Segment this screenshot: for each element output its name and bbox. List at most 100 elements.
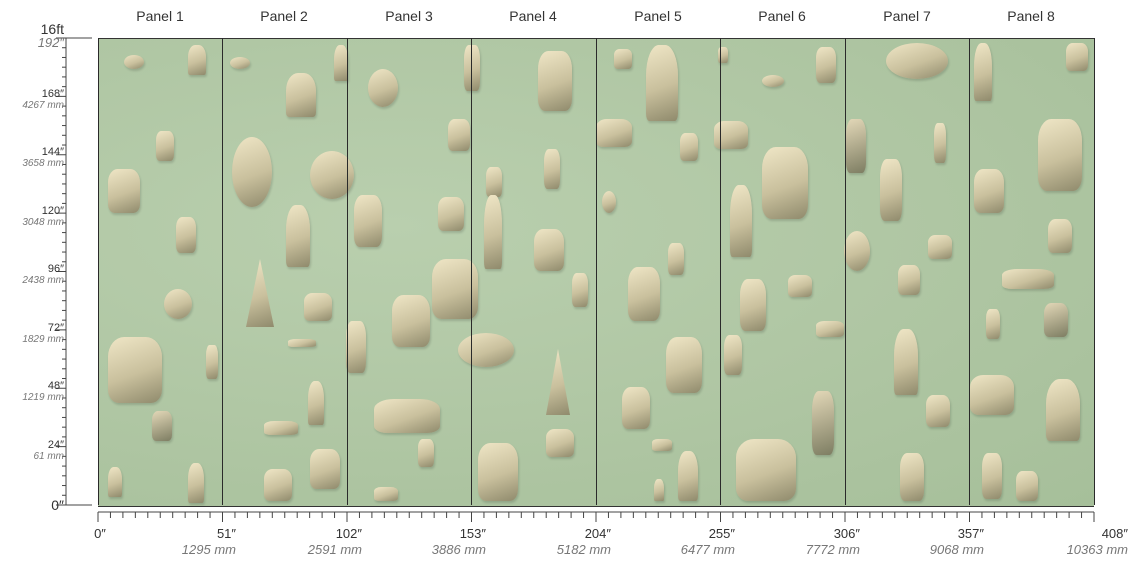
flower-figurine-icon bbox=[246, 259, 274, 327]
figurine-icon bbox=[206, 345, 218, 379]
figurine-icon bbox=[152, 411, 172, 441]
horizontal-label-mm: 3886 mm bbox=[431, 542, 486, 557]
figurine-icon bbox=[310, 449, 340, 489]
elephant-figurine-icon bbox=[108, 337, 162, 403]
horizontal-label: 51″ 1295 mm bbox=[182, 526, 236, 557]
figurine-icon bbox=[986, 309, 1000, 339]
figurine-icon bbox=[176, 217, 196, 253]
panel-label: Panel 1 bbox=[136, 8, 184, 24]
figurine-icon bbox=[546, 429, 574, 457]
horizontal-zero-label: 0″ bbox=[94, 526, 106, 541]
height-feet-label: 16ft bbox=[40, 21, 64, 37]
figurine-icon bbox=[538, 51, 572, 111]
bird-figurine-icon bbox=[124, 55, 144, 69]
horizontal-label-inches: 153″ bbox=[459, 526, 486, 541]
figurine-icon bbox=[602, 191, 616, 213]
figurine-icon bbox=[108, 467, 122, 497]
figurine-icon bbox=[1048, 219, 1072, 253]
horizontal-label-inches: 51″ bbox=[216, 526, 236, 541]
figurine-icon bbox=[464, 45, 480, 91]
panel-divider bbox=[596, 38, 597, 505]
figurine-icon bbox=[286, 73, 316, 117]
panel-label: Panel 6 bbox=[758, 8, 806, 24]
figurine-icon bbox=[286, 205, 310, 267]
pagoda-figurine-icon bbox=[646, 45, 678, 121]
vase-figurine-icon bbox=[666, 337, 702, 393]
panel-divider bbox=[969, 38, 970, 505]
horizontal-label-inches: 204″ bbox=[584, 526, 611, 541]
figurine-icon bbox=[392, 295, 430, 347]
figurine-icon bbox=[668, 243, 684, 275]
panel-label: Panel 2 bbox=[260, 8, 308, 24]
vertical-label-mm: 4267 mm bbox=[22, 100, 64, 111]
pagoda-figurine-icon bbox=[354, 195, 382, 247]
panel-divider bbox=[347, 38, 348, 505]
dragon-figurine-icon bbox=[432, 259, 478, 319]
figurine-icon bbox=[334, 45, 348, 81]
pagoda-figurine-icon bbox=[232, 137, 272, 207]
figurine-icon bbox=[308, 381, 324, 425]
tree-figurine-icon bbox=[762, 147, 808, 219]
figurine-icon bbox=[1044, 303, 1068, 337]
fish-figurine-icon bbox=[458, 333, 514, 367]
figurine-icon bbox=[1002, 269, 1054, 289]
panel-label: Panel 3 bbox=[385, 8, 433, 24]
horizontal-label: 204″ 5182 mm bbox=[557, 526, 611, 557]
vertical-zero-inches: 0″ bbox=[51, 497, 64, 513]
horizontal-label: 357″ 9068 mm bbox=[930, 526, 984, 557]
pagoda-figurine-icon bbox=[1046, 379, 1080, 441]
horizontal-label-mm: 10363 mm bbox=[1066, 542, 1128, 557]
vertical-label: 24″ 61 mm bbox=[33, 439, 64, 463]
figurine-icon bbox=[816, 321, 844, 337]
vertical-label-mm: 2438 mm bbox=[22, 275, 64, 286]
tree-figurine-icon bbox=[1038, 119, 1082, 191]
figurine-icon bbox=[572, 273, 588, 307]
figurine-icon bbox=[982, 453, 1002, 499]
vertical-label-inches: 144″ bbox=[41, 146, 64, 158]
vertical-label-mm: 3048 mm bbox=[22, 217, 64, 228]
figurine-icon bbox=[614, 49, 632, 69]
wall-left-edge bbox=[98, 38, 99, 505]
building-figurine-icon bbox=[846, 119, 866, 173]
vertical-label-mm: 1219 mm bbox=[22, 392, 64, 403]
figurine-icon bbox=[898, 265, 920, 295]
horizontal-ruler bbox=[97, 511, 1095, 522]
figurine-icon bbox=[264, 469, 292, 501]
figurine-icon bbox=[622, 387, 650, 429]
elephant-figurine-icon bbox=[970, 375, 1014, 415]
panel-divider bbox=[471, 38, 472, 505]
flower-figurine-icon bbox=[546, 349, 570, 415]
figurine-icon bbox=[654, 479, 664, 501]
building-figurine-icon bbox=[812, 391, 834, 455]
figurine-icon bbox=[288, 339, 316, 347]
vertical-label: 48″ 1219 mm bbox=[22, 380, 64, 404]
figurine-icon bbox=[628, 267, 660, 321]
figurine-icon bbox=[534, 229, 564, 271]
figurine-icon bbox=[724, 335, 742, 375]
fish-figurine-icon bbox=[886, 43, 948, 79]
figurine-icon bbox=[880, 159, 902, 221]
figurine-icon bbox=[164, 289, 192, 319]
pagoda-figurine-icon bbox=[894, 329, 918, 395]
vertical-label: 144″ 3658 mm bbox=[22, 146, 64, 170]
vertical-label-mm: 1829 mm bbox=[22, 334, 64, 345]
vertical-label-inches: 48″ bbox=[47, 380, 64, 392]
figurine-icon bbox=[230, 57, 250, 69]
panel-label: Panel 7 bbox=[883, 8, 931, 24]
wall-right-edge bbox=[1094, 38, 1095, 505]
figurine-icon bbox=[368, 69, 398, 107]
panel-divider bbox=[720, 38, 721, 505]
elephant-figurine-icon bbox=[310, 151, 354, 199]
figurine-icon bbox=[1016, 471, 1038, 501]
horizontal-zero-inches: 0″ bbox=[94, 526, 106, 541]
vertical-label-inches: 96″ bbox=[47, 263, 64, 275]
horizontal-label-inches: 408″ bbox=[1101, 526, 1128, 541]
figurine-icon bbox=[740, 279, 766, 331]
panel-label: Panel 4 bbox=[509, 8, 557, 24]
figurine-icon bbox=[486, 167, 502, 197]
figurine-icon bbox=[596, 119, 632, 147]
figurine-icon bbox=[544, 149, 560, 189]
vertical-label-inches: 24″ bbox=[47, 439, 64, 451]
figurine-icon bbox=[374, 487, 398, 501]
bird-figurine-icon bbox=[714, 121, 748, 149]
